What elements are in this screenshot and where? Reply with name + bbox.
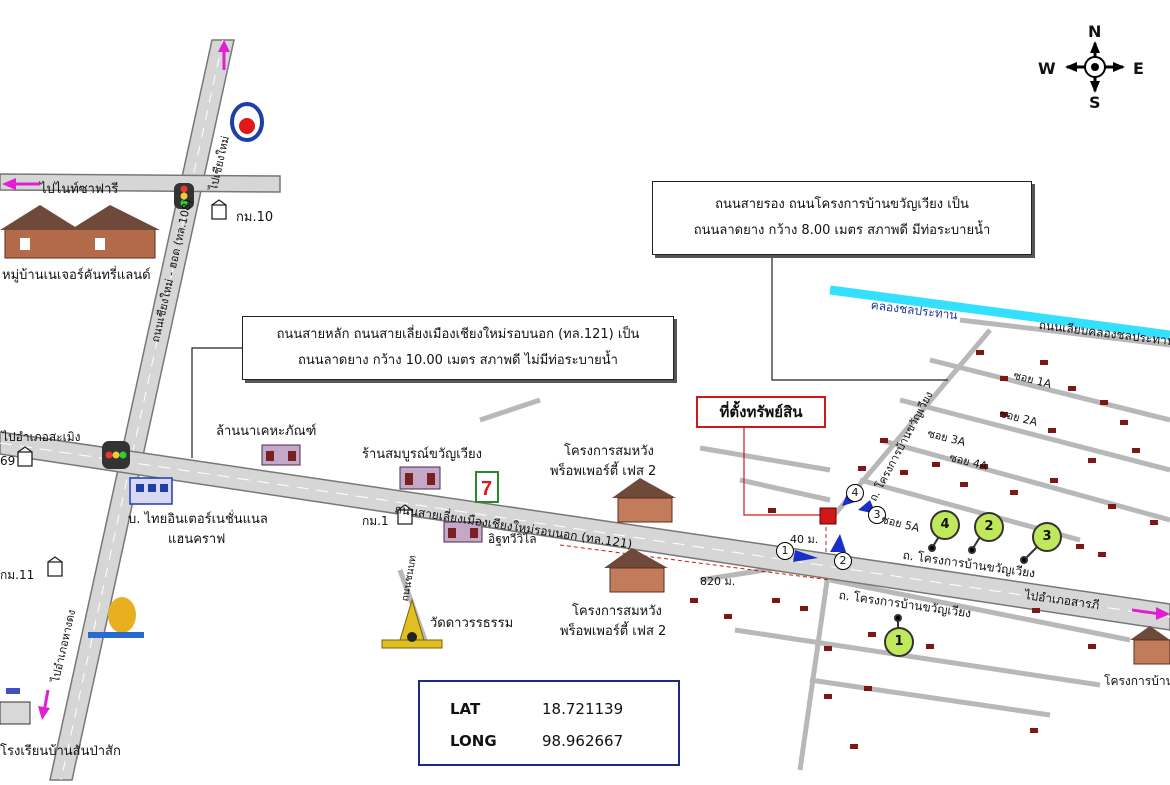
label-km1: กม.1	[362, 514, 389, 528]
direction-arrows	[2, 40, 1170, 720]
callout-secondary-road: ถนนสายรอง ถนนโครงการบ้านขวัญเวียง เป็น ถ…	[652, 181, 1032, 255]
callout-main-line2: ถนนลาดยาง กว้าง 10.00 เมตร สภาพดี ไม่มีท…	[298, 353, 618, 368]
label-village-top-left: หมู่บ้านเนเจอร์คันทรี่แลนด์	[2, 268, 151, 283]
distance-lines	[559, 520, 831, 581]
shop-icon	[261, 444, 483, 543]
compass-e: E	[1133, 59, 1144, 78]
canal	[829, 285, 1170, 340]
callout-main-line1: ถนนสายหลัก ถนนสายเลี่ยงเมืองเชียงใหม่รอบ…	[276, 327, 640, 342]
label-km10: กม.10	[236, 210, 274, 225]
label-project-bot2: พร็อพเพอร์ตี้ เฟส 2	[560, 624, 667, 639]
compass-rose	[1065, 41, 1125, 93]
label-thai-inter2: แฮนคราฟ	[168, 532, 226, 547]
callout-main-road: ถนนสายหลัก ถนนสายเลี่ยงเมืองเชียงใหม่รอบ…	[242, 316, 674, 380]
svg-text:7: 7	[481, 478, 492, 500]
traffic-light-icon	[102, 441, 130, 469]
label-thai-inter: บ. ไทยอินเตอร์เนชั่นแนล	[128, 512, 268, 527]
seven-eleven-icon: 7	[475, 471, 499, 503]
site-marker-icon	[819, 507, 837, 525]
road-top-horizontal	[0, 173, 281, 193]
callout-leaders	[191, 255, 948, 516]
pin-marker-2[interactable]: 2	[974, 512, 1004, 542]
house-dots	[690, 350, 1158, 749]
house-icon	[0, 205, 160, 259]
label-project-top: โครงการสมหวัง	[564, 444, 654, 459]
school-icon	[0, 688, 31, 725]
temple-icon	[381, 598, 443, 649]
label-project-bot: โครงการสมหวัง	[572, 604, 662, 619]
view-point-4: 4	[846, 484, 864, 502]
label-utharo: อิฐทวีวิไล	[488, 532, 537, 546]
traffic-light-icon	[174, 183, 194, 209]
compass-w: W	[1038, 59, 1056, 78]
long-label: LONG	[450, 732, 497, 750]
view-point-1: 1	[776, 542, 794, 560]
view-point-3: 3	[868, 506, 886, 524]
label-shop-kwan: ร้านสมบูรณ์ขวัญเวียง	[362, 447, 482, 462]
lat-label: LAT	[450, 700, 481, 718]
long-value: 98.962667	[542, 732, 624, 750]
label-wat: วัดดาวรรธรรม	[430, 616, 514, 631]
label-lanna-shop: ล้านนาเคหะภัณฑ์	[216, 424, 317, 439]
callout-secondary-line1: ถนนสายรอง ถนนโครงการบ้านขวัญเวียง เป็น	[715, 197, 969, 212]
label-to-amphoe-west: ไปอำเภอสะเมิง	[2, 430, 81, 444]
compass-s: S	[1089, 93, 1101, 112]
label-km11: กม.11	[0, 568, 35, 582]
pin-marker-3[interactable]: 3	[1032, 522, 1062, 552]
view-point-2: 2	[834, 552, 852, 570]
site-location-title: ที่ตั้งทรัพย์สิน	[696, 396, 826, 428]
project-house-icon	[604, 478, 1170, 665]
gas-station-icon	[230, 102, 264, 142]
minor-roads	[397, 317, 1170, 771]
factory-icon	[129, 477, 173, 505]
coordinate-box: LAT 18.721139 LONG 98.962667	[418, 680, 680, 766]
pin-marker-4[interactable]: 4	[930, 510, 960, 540]
label-km9: 69	[0, 454, 16, 468]
bird-logo-icon	[88, 597, 144, 638]
label-distance-40: 40 ม.	[790, 533, 819, 546]
label-distance-820: 820 ม.	[700, 575, 736, 588]
lat-value: 18.721139	[542, 700, 624, 718]
label-project-right: โครงการบ้าน	[1104, 674, 1170, 688]
compass-n: N	[1088, 22, 1102, 41]
label-project-top2: พร็อพเพอร์ตี้ เฟส 2	[550, 464, 657, 479]
callout-secondary-line2: ถนนลาดยาง กว้าง 8.00 เมตร สภาพดี มีท่อระ…	[693, 223, 991, 238]
main-road-vertical	[49, 39, 235, 781]
label-school: โรงเรียนบ้านสันป่าสัก	[0, 744, 121, 759]
label-to-night-safari: ไปไนท์ซาฟารี	[40, 182, 119, 197]
km-marker-icon	[17, 199, 413, 577]
pin-marker-1[interactable]: 1	[884, 627, 914, 657]
